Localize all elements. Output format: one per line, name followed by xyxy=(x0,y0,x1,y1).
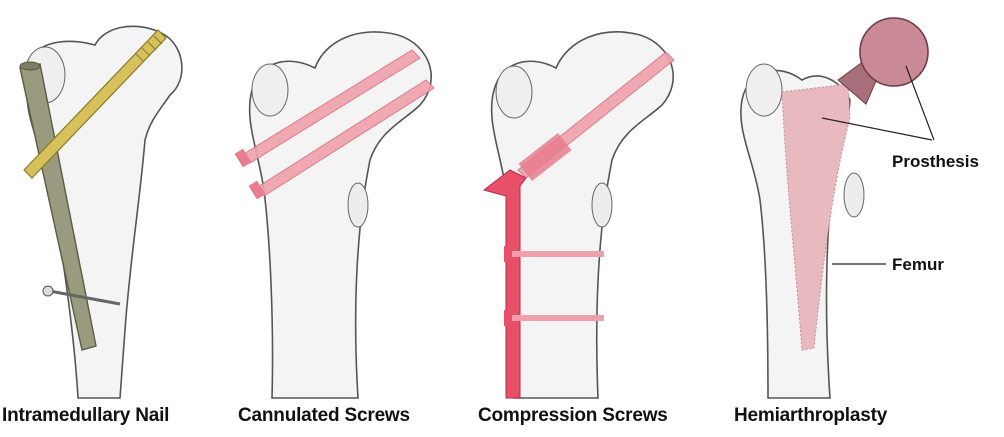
compression-screws-illustration xyxy=(470,0,710,400)
panel-cannulated-screws: Cannulated Screws xyxy=(230,0,470,437)
prosthesis-leader-2 xyxy=(906,66,934,140)
side-plate xyxy=(484,170,526,398)
lesser-trochanter xyxy=(348,183,368,227)
cortical-screw-head-2 xyxy=(504,310,512,326)
cannulated-screws-illustration xyxy=(230,0,470,400)
intramedullary-nail-illustration xyxy=(0,0,240,400)
cortical-screw-head-1 xyxy=(504,246,512,262)
panel-compression-screws: Compression Screws xyxy=(470,0,710,437)
lesser-trochanter xyxy=(844,173,864,217)
greater-trochanter xyxy=(496,66,532,118)
lesser-trochanter xyxy=(592,183,612,227)
caption-compression-screws: Compression Screws xyxy=(478,405,668,427)
greater-trochanter xyxy=(746,64,782,116)
caption-intramedullary-nail: Intramedullary Nail xyxy=(2,405,169,427)
caption-cannulated-screws: Cannulated Screws xyxy=(238,405,410,427)
greater-trochanter xyxy=(252,64,288,116)
panel-hemiarthroplasty: Prosthesis Femur Hemiarthroplasty xyxy=(720,0,1004,437)
label-prosthesis: Prosthesis xyxy=(892,152,979,172)
nail-top xyxy=(20,62,40,70)
panel-intramedullary-nail: Intramedullary Nail xyxy=(0,0,240,437)
locking-screw-head xyxy=(43,286,53,296)
hemiarthroplasty-illustration xyxy=(720,0,1004,400)
label-femur: Femur xyxy=(892,255,944,275)
caption-hemiarthroplasty: Hemiarthroplasty xyxy=(734,405,887,427)
prosthesis-head xyxy=(860,18,928,86)
